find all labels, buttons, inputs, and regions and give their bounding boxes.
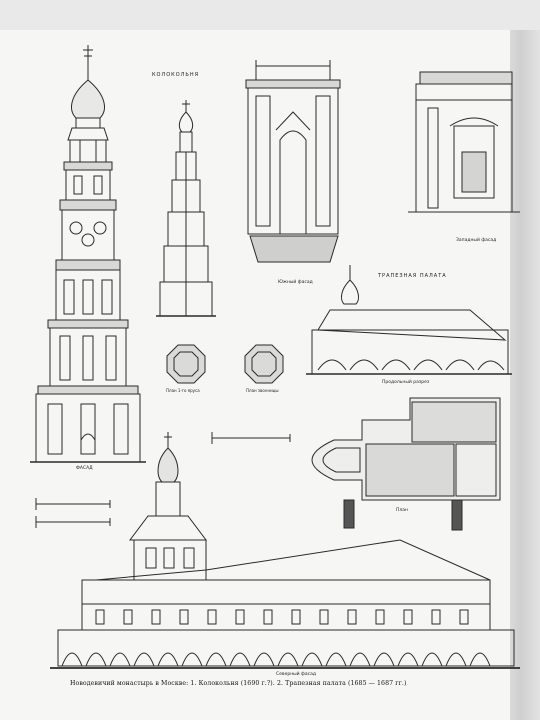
plan-label: План xyxy=(396,508,408,513)
scan-margin-right xyxy=(508,30,540,720)
refectory-heading: ТРАПЕЗНАЯ ПАЛАТА xyxy=(378,273,447,279)
plan-upper-label: План звонницы xyxy=(246,388,279,393)
south-facade-label: Южный фасад xyxy=(278,280,313,285)
bell-tower-heading: КОЛОКОЛЬНЯ xyxy=(152,72,200,78)
scan-margin-top xyxy=(0,0,540,30)
bell-tower-section-drawing xyxy=(156,100,216,317)
refectory-north-facade-drawing xyxy=(50,432,520,669)
plan-lower-label: План 1-го яруса xyxy=(166,388,200,393)
figure-caption: Новодевичий монастырь в Москве: 1. Колок… xyxy=(70,680,407,687)
facade-label: ФАСАД xyxy=(76,466,93,471)
portal-facade-drawing xyxy=(245,60,341,263)
north-facade-label: Северный фасад xyxy=(276,672,316,677)
refectory-plan-drawing xyxy=(311,397,501,531)
section-label: Продольный разрез xyxy=(382,380,430,385)
refectory-section-drawing xyxy=(306,265,512,375)
scale-bars xyxy=(35,432,291,528)
tower-plan-drawings xyxy=(166,344,284,384)
bell-tower-facade-drawing xyxy=(30,45,146,463)
west-facade-label: Западный фасад xyxy=(456,238,497,243)
west-facade-drawing xyxy=(408,71,520,213)
